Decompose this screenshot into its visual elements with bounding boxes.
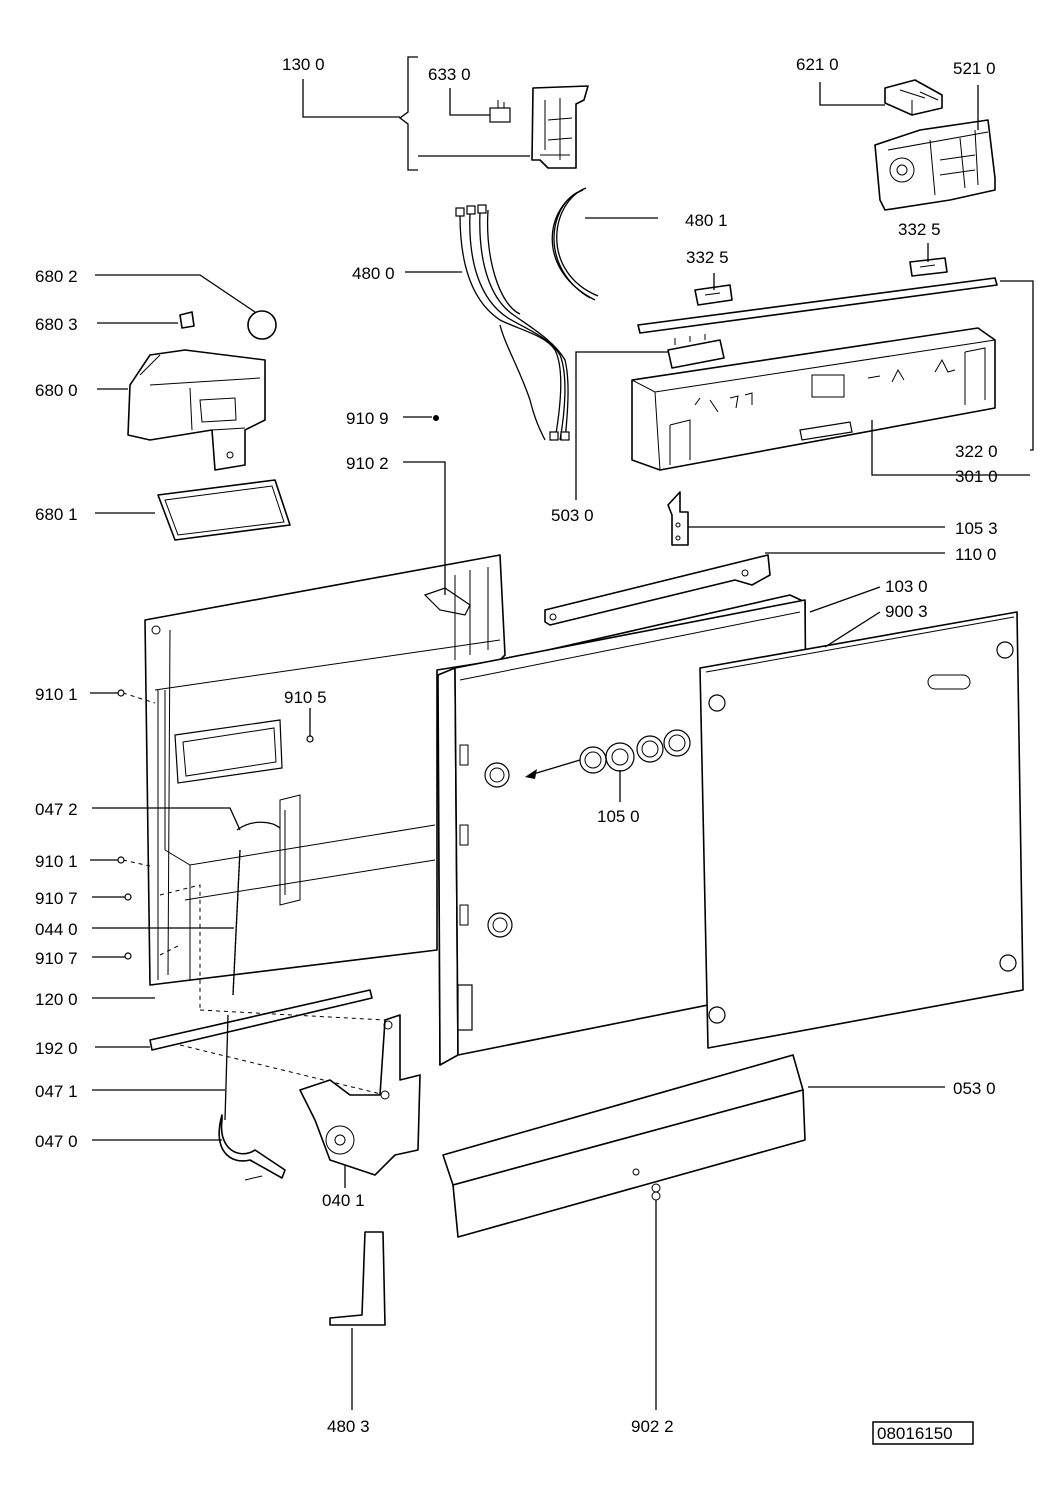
part-1050-knobs — [579, 729, 691, 774]
part-4800-wiring-harness — [455, 204, 570, 441]
label-9107-top: 910 7 — [35, 889, 78, 908]
label-6801: 680 1 — [35, 505, 78, 524]
label-4803: 480 3 — [327, 1417, 370, 1436]
part-6802-ring — [247, 310, 277, 340]
label-6330: 633 0 — [428, 65, 471, 84]
part-4803-bracket — [329, 1231, 386, 1326]
label-9109: 910 9 — [346, 409, 389, 428]
label-1920: 192 0 — [35, 1039, 78, 1058]
part-0470-clamp — [218, 1114, 286, 1181]
label-1300: 130 0 — [282, 55, 325, 74]
part-6803-small-part — [179, 311, 195, 329]
label-9003: 900 3 — [885, 602, 928, 621]
part-1920-strip — [149, 989, 373, 1051]
label-9102: 910 2 — [346, 454, 389, 473]
label-0470: 047 0 — [35, 1132, 78, 1151]
part-0471-rod — [224, 1014, 229, 1121]
label-3325-right: 332 5 — [898, 220, 941, 239]
part-5210-electronic-board — [874, 119, 996, 211]
label-0471: 047 1 — [35, 1082, 78, 1101]
part-4801-cable — [551, 187, 599, 301]
part-3325-clip-left — [694, 284, 733, 306]
label-3010: 301 0 — [955, 467, 998, 486]
part-9003-door-panel — [699, 611, 1024, 1049]
drawing-number: 08016150 — [877, 1424, 953, 1443]
label-9105: 910 5 — [284, 688, 327, 707]
label-9101-top: 910 1 — [35, 685, 78, 704]
label-0530: 053 0 — [953, 1079, 996, 1098]
label-1030: 103 0 — [885, 577, 928, 596]
label-1050: 105 0 — [597, 807, 640, 826]
part-1100-rail — [544, 554, 771, 626]
part-9022-screw — [651, 1183, 661, 1201]
alignment-lines — [122, 692, 386, 1096]
label-4801: 480 1 — [685, 211, 728, 230]
label-6210: 621 0 — [796, 55, 839, 74]
part-1053-hinge-bracket — [667, 491, 689, 546]
label-5030: 503 0 — [551, 506, 594, 525]
label-5210: 521 0 — [953, 59, 996, 78]
part-3010-control-panel — [631, 327, 996, 471]
label-1200: 120 0 — [35, 990, 78, 1009]
part-0440-spring — [232, 821, 281, 996]
leader-lines — [90, 79, 1034, 1410]
label-3325-left: 332 5 — [686, 248, 729, 267]
label-4800: 480 0 — [352, 264, 395, 283]
part-strip-top — [637, 277, 998, 334]
label-1100: 110 0 — [955, 545, 996, 564]
part-6801-gasket — [157, 479, 291, 541]
part-5030-switch — [667, 334, 725, 369]
part-6800-dispenser — [127, 349, 266, 471]
drawing-number-box: 08016150 — [872, 1421, 974, 1445]
label-0401: 040 1 — [322, 1191, 365, 1210]
label-6803: 680 3 — [35, 315, 78, 334]
part-3325-clip-right — [909, 257, 948, 277]
label-9107-bottom: 910 7 — [35, 949, 78, 968]
label-6802: 680 2 — [35, 267, 78, 286]
label-0472: 047 2 — [35, 800, 78, 819]
label-3220: 322 0 — [955, 442, 998, 461]
part-0401-hinge — [299, 1014, 421, 1176]
small-screws — [117, 689, 314, 960]
part-6210-control-module — [884, 79, 943, 116]
label-0440: 044 0 — [35, 920, 78, 939]
label-9022: 902 2 — [631, 1417, 674, 1436]
part-1300-bracket-group — [398, 56, 589, 171]
part-0530-kick-plate — [442, 1054, 806, 1238]
part-9109-screw — [433, 415, 439, 421]
label-6800: 680 0 — [35, 381, 78, 400]
label-9101-bottom: 910 1 — [35, 852, 78, 871]
label-1053: 105 3 — [955, 519, 998, 538]
